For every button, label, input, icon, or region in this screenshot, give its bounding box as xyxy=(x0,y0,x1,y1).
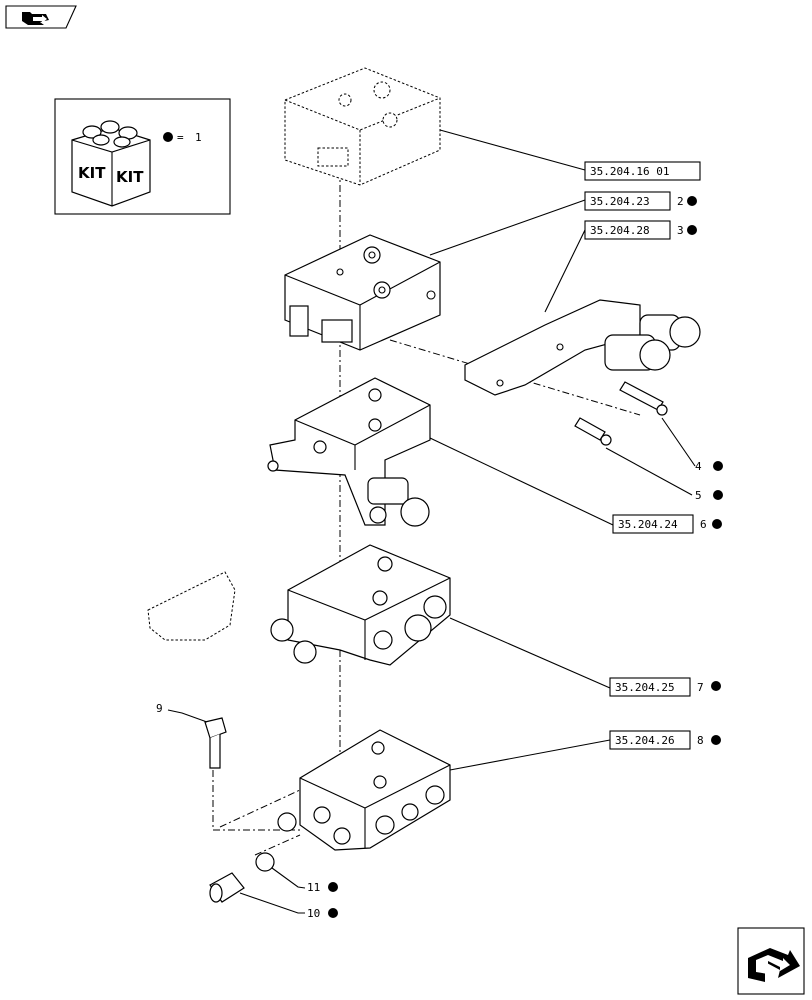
item-number: 7 xyxy=(697,681,704,694)
screw-5 xyxy=(574,417,612,446)
kit-label-a: KIT xyxy=(78,164,106,182)
bullet-icon xyxy=(163,132,173,142)
svg-text:9: 9 xyxy=(156,702,163,715)
kit-legend: KIT KIT = 1 xyxy=(54,98,231,215)
svg-text:11: 11 xyxy=(307,881,320,894)
ref-35-204-23[interactable]: 35.204.23 2 xyxy=(584,191,697,211)
ref-35-204-16-01[interactable]: 35.204.16 01 xyxy=(584,161,701,181)
item-number: 6 xyxy=(700,518,707,531)
phantom-valve-cover xyxy=(284,67,441,186)
svg-text:10: 10 xyxy=(307,907,320,920)
item-number: 3 xyxy=(677,224,684,237)
svg-text:35.204.28: 35.204.28 xyxy=(590,224,650,237)
fitting-10 xyxy=(209,872,245,903)
valve-section-6 xyxy=(267,377,431,527)
folder-arrow-icon xyxy=(22,12,49,25)
nav-tab[interactable] xyxy=(5,5,77,29)
bullet-icon xyxy=(713,461,723,471)
svg-text:4: 4 xyxy=(695,460,702,473)
phantom-bracket xyxy=(147,571,236,641)
svg-text:35.204.26: 35.204.26 xyxy=(615,734,675,747)
kit-box-icon: KIT KIT xyxy=(71,120,151,207)
ref-35-204-28[interactable]: 35.204.28 3 xyxy=(584,220,697,240)
item-number: 8 xyxy=(697,734,704,747)
seal-axis-line xyxy=(254,834,301,856)
callout-9: 9 xyxy=(156,702,163,715)
kit-label-b: KIT xyxy=(116,168,144,186)
bullet-icon xyxy=(712,519,722,529)
item-number: 2 xyxy=(677,195,684,208)
reference-labels: 35.204.16 01 35.204.23 2 35.204.28 3 35.… xyxy=(584,161,722,750)
ref-35-204-24[interactable]: 35.204.24 6 xyxy=(612,514,722,534)
kit-eq: = xyxy=(177,131,184,144)
bullet-icon xyxy=(328,908,338,918)
kit-item-number: 1 xyxy=(195,131,202,144)
svg-text:35.204.25: 35.204.25 xyxy=(615,681,675,694)
leader-lines xyxy=(167,129,696,914)
next-page-arrow-icon xyxy=(748,948,800,982)
valve-section-7 xyxy=(270,544,451,666)
bolt-axis-line xyxy=(212,770,300,831)
bullet-icon xyxy=(713,490,723,500)
bolt-9 xyxy=(204,717,227,769)
next-page-button[interactable] xyxy=(737,927,805,995)
callout-5: 5 xyxy=(695,489,723,502)
bullet-icon xyxy=(687,225,697,235)
bullet-icon xyxy=(711,735,721,745)
callout-4: 4 xyxy=(695,460,723,473)
bullet-icon xyxy=(711,681,721,691)
coupler-bracket xyxy=(464,299,701,396)
callout-numbers: 4 5 9 11 10 xyxy=(156,460,723,920)
seal-ring-11 xyxy=(255,852,275,872)
callout-11: 11 xyxy=(307,881,338,894)
svg-text:35.204.16 01: 35.204.16 01 xyxy=(590,165,669,178)
bullet-icon xyxy=(328,882,338,892)
callout-10: 10 xyxy=(307,907,338,920)
svg-text:35.204.24: 35.204.24 xyxy=(618,518,678,531)
svg-text:5: 5 xyxy=(695,489,702,502)
screw-4 xyxy=(619,381,668,416)
ref-35-204-26[interactable]: 35.204.26 8 xyxy=(609,730,721,750)
ref-35-204-25[interactable]: 35.204.25 7 xyxy=(609,677,721,697)
bullet-icon xyxy=(687,196,697,206)
valve-section-8 xyxy=(277,729,451,851)
svg-text:35.204.23: 35.204.23 xyxy=(590,195,650,208)
valve-section-2 xyxy=(284,234,441,351)
